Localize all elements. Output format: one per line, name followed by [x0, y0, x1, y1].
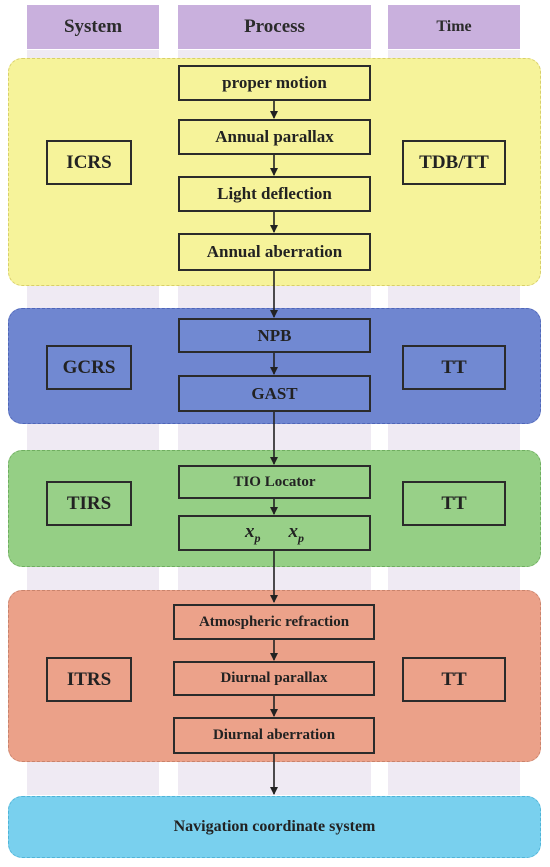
- navigation-coordinate-system-label: Navigation coordinate system: [173, 818, 376, 835]
- process-polar-motion: xp xp: [178, 515, 371, 551]
- process-header: Process: [178, 5, 371, 49]
- navigation-region: [8, 796, 541, 858]
- icrs-time-box: TDB/TT: [402, 140, 506, 185]
- icrs-system-box: ICRS: [46, 140, 132, 185]
- process-proper-motion: proper motion: [178, 65, 371, 101]
- process-npb: NPB: [178, 318, 371, 353]
- process-tio-locator: TIO Locator: [178, 465, 371, 499]
- tirs-time-box: TT: [402, 481, 506, 526]
- process-light-deflection: Light deflection: [178, 176, 371, 212]
- gcrs-time-box: TT: [402, 345, 506, 390]
- polar-motion-term-2: xp: [288, 520, 305, 545]
- process-diurnal-parallax: Diurnal parallax: [173, 661, 375, 696]
- time-header: Time: [388, 5, 520, 49]
- tirs-system-box: TIRS: [46, 481, 132, 526]
- process-annual-aberration: Annual aberration: [178, 233, 371, 271]
- polar-motion-term-1: xp: [245, 520, 261, 545]
- process-gast: GAST: [178, 375, 371, 412]
- process-diurnal-aberration: Diurnal aberration: [173, 717, 375, 754]
- process-atmospheric-refraction: Atmospheric refraction: [173, 604, 375, 640]
- itrs-system-box: ITRS: [46, 657, 132, 702]
- itrs-time-box: TT: [402, 657, 506, 702]
- gcrs-system-box: GCRS: [46, 345, 132, 390]
- process-annual-parallax: Annual parallax: [178, 119, 371, 155]
- system-header: System: [27, 5, 159, 49]
